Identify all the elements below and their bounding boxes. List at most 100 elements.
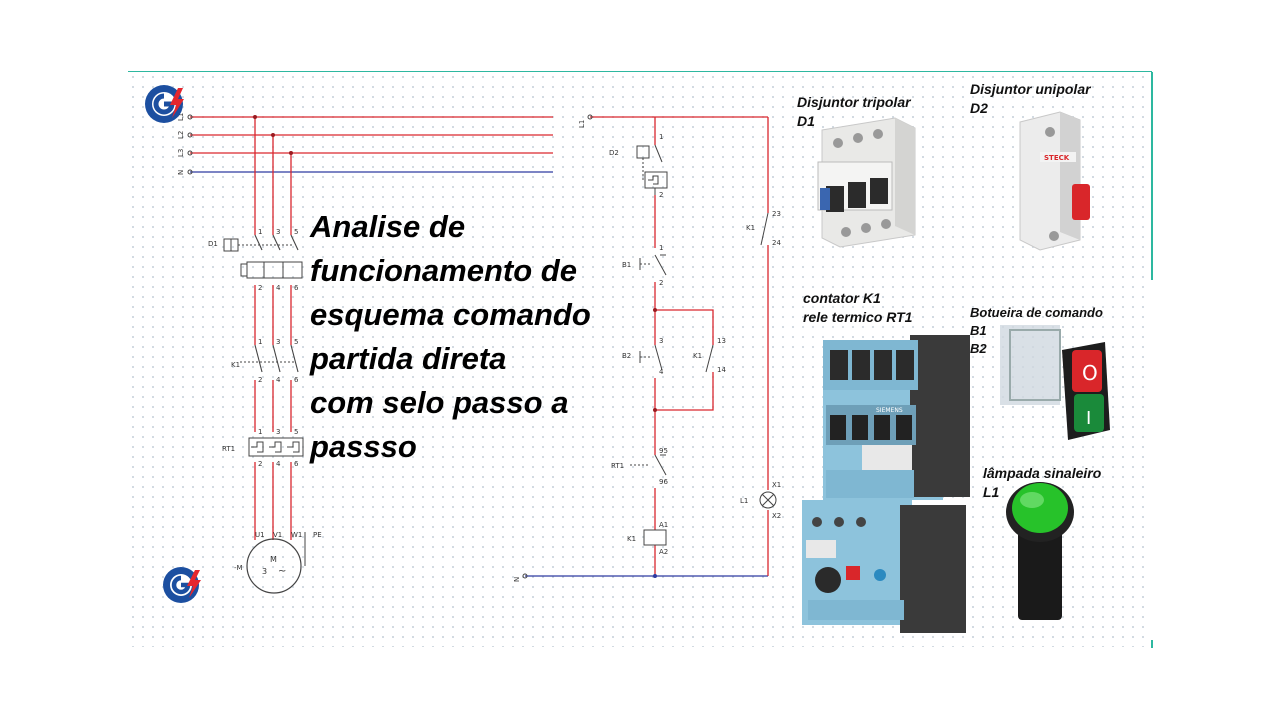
- k1-seal-contact: K1 13 14: [693, 337, 726, 374]
- frame-top: [128, 71, 1152, 72]
- caption-line: D2: [970, 100, 988, 116]
- steck-brand: STECK: [1044, 154, 1070, 162]
- rt1-t2: 2: [258, 460, 262, 468]
- rt1-t96: 96: [659, 478, 668, 486]
- title-line: funcionamento de: [310, 253, 577, 288]
- caption-line: D1: [797, 113, 815, 129]
- photo-push-buttons: O I: [1000, 325, 1110, 440]
- k1-t4: 4: [276, 376, 281, 384]
- coil-label: K1: [627, 535, 636, 543]
- rt1-t6: 6: [294, 460, 299, 468]
- lamp-x1: X1: [772, 481, 781, 489]
- d1-label: D1: [208, 240, 218, 248]
- coil-a2: A2: [659, 548, 668, 556]
- motor-tilde: ~: [278, 566, 286, 577]
- button-b2-symbol: B2 3 4: [622, 337, 664, 376]
- frame-right-upper: [1151, 72, 1153, 280]
- control-circuit: L1 N: [513, 114, 781, 582]
- k1-power-label: K1: [231, 361, 240, 369]
- b2-label: B2: [622, 352, 631, 360]
- title-line: com selo passo a: [310, 385, 569, 420]
- motor-ref: -M: [234, 564, 243, 572]
- page-title: Analise de funcionamento de esquema coma…: [310, 205, 650, 469]
- ctrl-l1-label: L1: [578, 120, 586, 128]
- seal-t14: 14: [717, 366, 726, 374]
- motor-w1: W1: [291, 531, 302, 539]
- lamp-x2: X2: [772, 512, 781, 520]
- d2-t1: 1: [659, 133, 663, 141]
- caption-lamp: lâmpada sinaleiro L1: [983, 464, 1101, 502]
- photo-breaker-d2: STECK: [1019, 111, 1090, 251]
- k1-aux-contact: K1 23 24: [746, 210, 781, 247]
- caption-buttons: Botueira de comando B1 B2: [970, 304, 1103, 358]
- motor-phases: 3: [262, 567, 267, 576]
- logo-icon: [145, 85, 184, 123]
- title-line: esquema comando: [310, 297, 591, 332]
- contactor-k1-power: K1 1 3 5 2 4 6: [231, 338, 299, 384]
- breaker-d1: D1 1 3 5 2 4 6: [208, 228, 303, 292]
- photo-contactor-k1: SIEMENS: [802, 335, 970, 633]
- photo-signal-lamp: [1006, 482, 1074, 620]
- button-b1-symbol: B1 1 2: [622, 244, 667, 287]
- caption-line: contator K1: [803, 290, 881, 306]
- d2-label: D2: [609, 149, 619, 157]
- d2-t2: 2: [659, 191, 663, 199]
- ctrl-n-label: N: [513, 577, 521, 582]
- label-n: N: [177, 170, 185, 175]
- b2-t4: 4: [659, 368, 664, 376]
- photo-breaker-d1: [817, 117, 916, 248]
- rt1-t95: 95: [659, 447, 668, 455]
- b1-t2: 2: [659, 279, 663, 287]
- d1-t1: 1: [258, 228, 262, 236]
- siemens-brand: SIEMENS: [876, 407, 903, 414]
- d1-t4: 4: [276, 284, 281, 292]
- caption-d2: Disjuntor unipolar D2: [970, 80, 1091, 118]
- aux-label: K1: [746, 224, 755, 232]
- b1-t1: 1: [659, 244, 663, 252]
- title-line: partida direta: [310, 341, 507, 376]
- caption-line: lâmpada sinaleiro: [983, 465, 1102, 481]
- caption-line: Disjuntor unipolar: [970, 81, 1091, 97]
- seal-label: K1: [693, 352, 702, 360]
- caption-line: Disjuntor tripolar: [797, 94, 911, 110]
- d1-t6: 6: [294, 284, 299, 292]
- title-line: passso: [310, 429, 417, 464]
- d1-t3: 3: [276, 228, 280, 236]
- label-l3: L3: [177, 149, 185, 157]
- b2-t3: 3: [659, 337, 663, 345]
- lamp-label: L1: [740, 497, 748, 505]
- k1-t3: 3: [276, 338, 280, 346]
- k1-t2: 2: [258, 376, 262, 384]
- caption-line: B1: [970, 323, 987, 338]
- k1-t6: 6: [294, 376, 299, 384]
- frame-right-lower: [1151, 640, 1153, 648]
- label-l1: L1: [177, 113, 185, 121]
- motor-pe: PE: [313, 531, 322, 539]
- button-off-symbol: O: [1082, 361, 1098, 385]
- breaker-d2: D2 1 2: [609, 133, 668, 199]
- rt1-t4: 4: [276, 460, 281, 468]
- motor-u1: U1: [255, 531, 265, 539]
- button-on-symbol: I: [1086, 408, 1091, 429]
- k1-t1: 1: [258, 338, 262, 346]
- rt1-control-contact: RT1 95 96: [611, 447, 668, 486]
- caption-d1: Disjuntor tripolar D1: [797, 93, 911, 131]
- motor-m: M: [270, 555, 277, 564]
- seal-t13: 13: [717, 337, 726, 345]
- label-l2: L2: [177, 131, 185, 139]
- caption-line: B2: [970, 341, 987, 356]
- caption-k1: contator K1 rele termico RT1: [803, 289, 912, 327]
- k1-t5: 5: [294, 338, 298, 346]
- aux-t23: 23: [772, 210, 781, 218]
- caption-line: rele termico RT1: [803, 309, 913, 325]
- caption-line: Botueira de comando: [970, 305, 1103, 320]
- coil-a1: A1: [659, 521, 668, 529]
- motor-v1: V1: [273, 531, 282, 539]
- rt1-t3: 3: [276, 428, 280, 436]
- b1-label: B1: [622, 261, 631, 269]
- logo-icon-bottom: [163, 567, 201, 603]
- rt1-t5: 5: [294, 428, 298, 436]
- rt1-t1: 1: [258, 428, 262, 436]
- motor-icon: U1 V1 W1 PE M 3 ~ -M: [234, 531, 322, 594]
